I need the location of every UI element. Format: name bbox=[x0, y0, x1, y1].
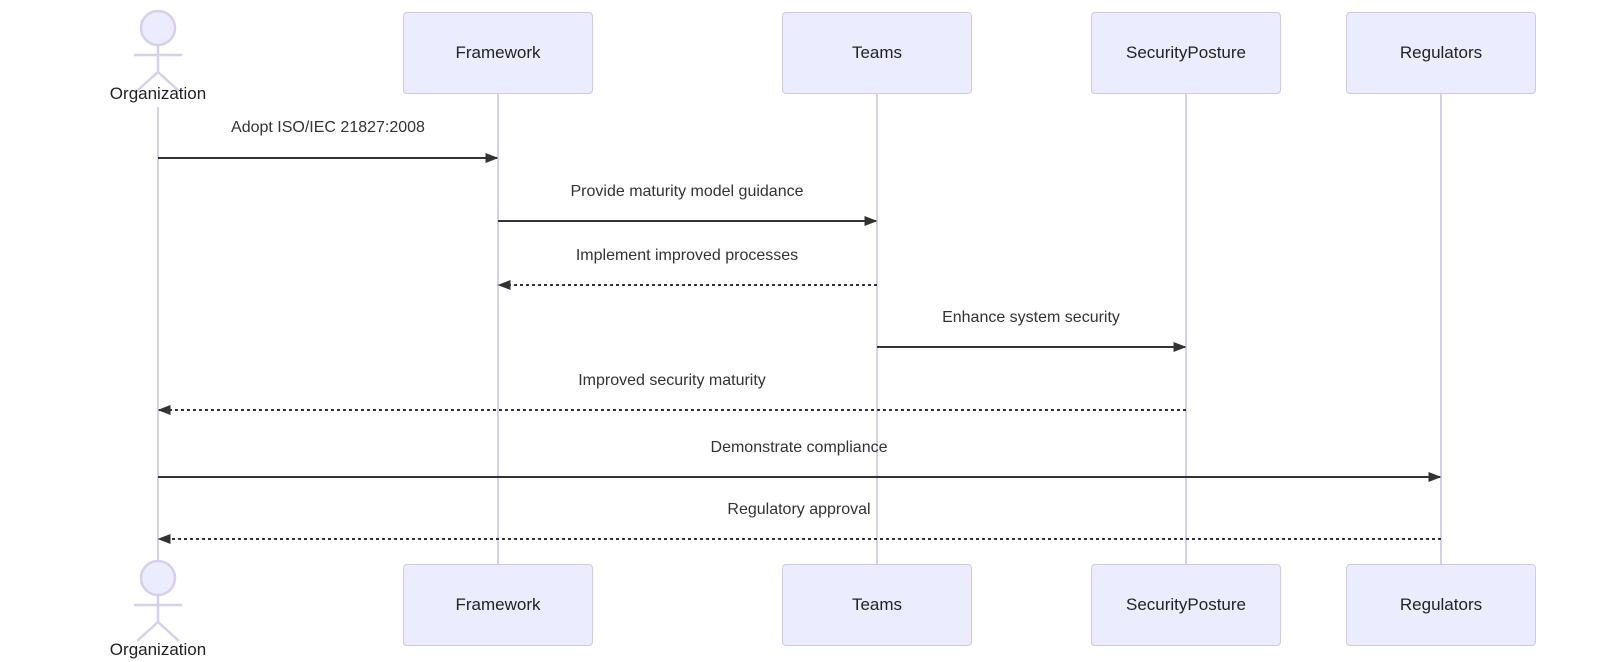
participant-box-securityposture-bottom: SecurityPosture bbox=[1091, 564, 1281, 646]
actor-figure-organization-bottom bbox=[134, 559, 182, 642]
participant-box-regulators-top: Regulators bbox=[1346, 12, 1536, 94]
participant-label: SecurityPosture bbox=[1126, 43, 1246, 62]
participant-label: Teams bbox=[851, 595, 903, 614]
participant-box-framework-top: Framework bbox=[403, 12, 593, 94]
participant-label: SecurityPosture bbox=[1126, 595, 1246, 614]
participant-box-securityposture-top: SecurityPosture bbox=[1091, 12, 1281, 94]
message-label-enhance-security: Enhance system security bbox=[942, 309, 1120, 326]
message-label-adopt-iso: Adopt ISO/IEC 21827:2008 bbox=[231, 119, 425, 136]
participant-label: Framework bbox=[455, 595, 541, 614]
participant-label: Framework bbox=[455, 43, 541, 62]
message-label-provide-guidance: Provide maturity model guidance bbox=[570, 183, 804, 200]
participant-box-teams-top: Teams bbox=[782, 12, 972, 94]
participant-label: Teams bbox=[851, 43, 903, 62]
actor-figure-organization-top bbox=[134, 9, 182, 92]
message-label-demonstrate: Demonstrate compliance bbox=[710, 439, 888, 456]
message-label-improved-maturity: Improved security maturity bbox=[578, 372, 766, 389]
participant-label: Regulators bbox=[1399, 595, 1483, 614]
actor-label-organization-bottom: Organization bbox=[109, 640, 207, 659]
participant-label: Regulators bbox=[1399, 43, 1483, 62]
message-label-regulatory-approval: Regulatory approval bbox=[727, 501, 871, 518]
participant-box-teams-bottom: Teams bbox=[782, 564, 972, 646]
actor-label-organization-top: Organization bbox=[109, 84, 207, 103]
participant-box-framework-bottom: Framework bbox=[403, 564, 593, 646]
participant-box-regulators-bottom: Regulators bbox=[1346, 564, 1536, 646]
message-label-implement-processes: Implement improved processes bbox=[575, 247, 799, 264]
